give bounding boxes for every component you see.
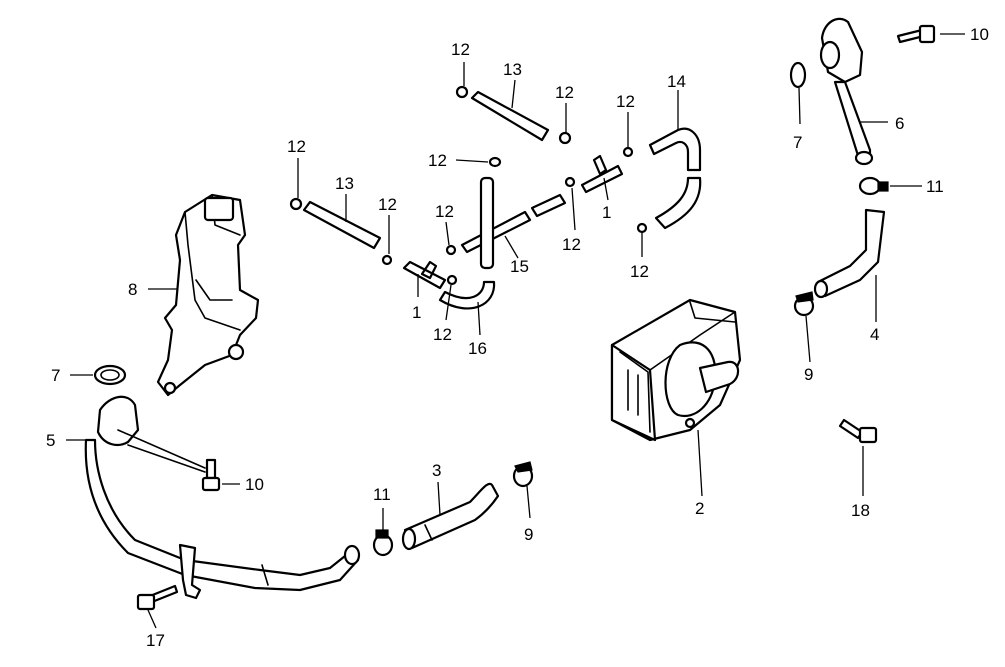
callout-10: 10 <box>245 475 264 494</box>
callout-16: 16 <box>468 339 487 358</box>
callout-18: 18 <box>851 501 870 520</box>
callout-12: 12 <box>562 235 581 254</box>
part-16-hose <box>438 176 496 310</box>
part-7-oring-left <box>93 364 127 386</box>
part-14-hose <box>648 127 702 230</box>
callout-7: 7 <box>793 133 802 152</box>
part-18-bolt <box>838 418 878 444</box>
leader-lines <box>66 33 965 629</box>
callout-10: 10 <box>970 25 989 44</box>
callout-1: 1 <box>602 203 611 222</box>
part-2-fuel-pump <box>610 298 742 442</box>
callout-9: 9 <box>804 365 813 384</box>
callout-13: 13 <box>503 60 522 79</box>
part-13-tube-left <box>302 200 382 250</box>
callout-12: 12 <box>616 92 635 111</box>
part-5-pipe <box>84 395 361 600</box>
callout-7: 7 <box>51 366 60 385</box>
callout-12: 12 <box>451 40 470 59</box>
callout-12: 12 <box>428 151 447 170</box>
part-11-clamp-upper <box>858 176 889 196</box>
callout-13: 13 <box>335 174 354 193</box>
part-17-bolt <box>136 584 179 611</box>
callout-5: 5 <box>46 431 55 450</box>
callout-12: 12 <box>287 137 306 156</box>
callout-12: 12 <box>630 262 649 281</box>
part-1-tjoint-right <box>580 154 624 194</box>
part-6-pipe <box>819 17 874 166</box>
part-13-tube-upper <box>470 90 550 142</box>
callout-4: 4 <box>870 325 879 344</box>
part-15-tube <box>460 193 567 254</box>
callout-11: 11 <box>373 485 391 504</box>
callout-12: 12 <box>435 202 454 221</box>
callout-8: 8 <box>128 280 137 299</box>
part-4-hose <box>813 208 886 299</box>
callout-2: 2 <box>695 499 704 518</box>
callout-12: 12 <box>433 325 452 344</box>
part-3-hose <box>401 482 500 551</box>
part-10-bolt-left <box>201 458 221 492</box>
part-9-clamp-lower <box>512 461 534 488</box>
part-8-bracket <box>156 193 260 397</box>
callout-9: 9 <box>524 525 533 544</box>
callout-17: 17 <box>146 631 165 650</box>
callout-14: 14 <box>667 72 686 91</box>
callout-15: 15 <box>510 257 529 276</box>
part-7-oring-right <box>789 61 807 89</box>
part-1-tjoint-left <box>402 260 447 290</box>
callout-1: 1 <box>412 303 421 322</box>
callout-12: 12 <box>555 83 574 102</box>
part-10-bolt-right <box>896 24 936 44</box>
callout-12: 12 <box>378 195 397 214</box>
callout-6: 6 <box>895 114 904 133</box>
part-9-clamp-upper <box>793 291 815 317</box>
callout-11: 11 <box>926 177 944 196</box>
part-11-clamp-lower <box>372 529 394 557</box>
callout-3: 3 <box>432 461 441 480</box>
callout-labels: 12 13 12 12 14 12 12 13 12 12 1 12 16 15… <box>46 25 989 650</box>
part-12-clips <box>289 85 648 286</box>
